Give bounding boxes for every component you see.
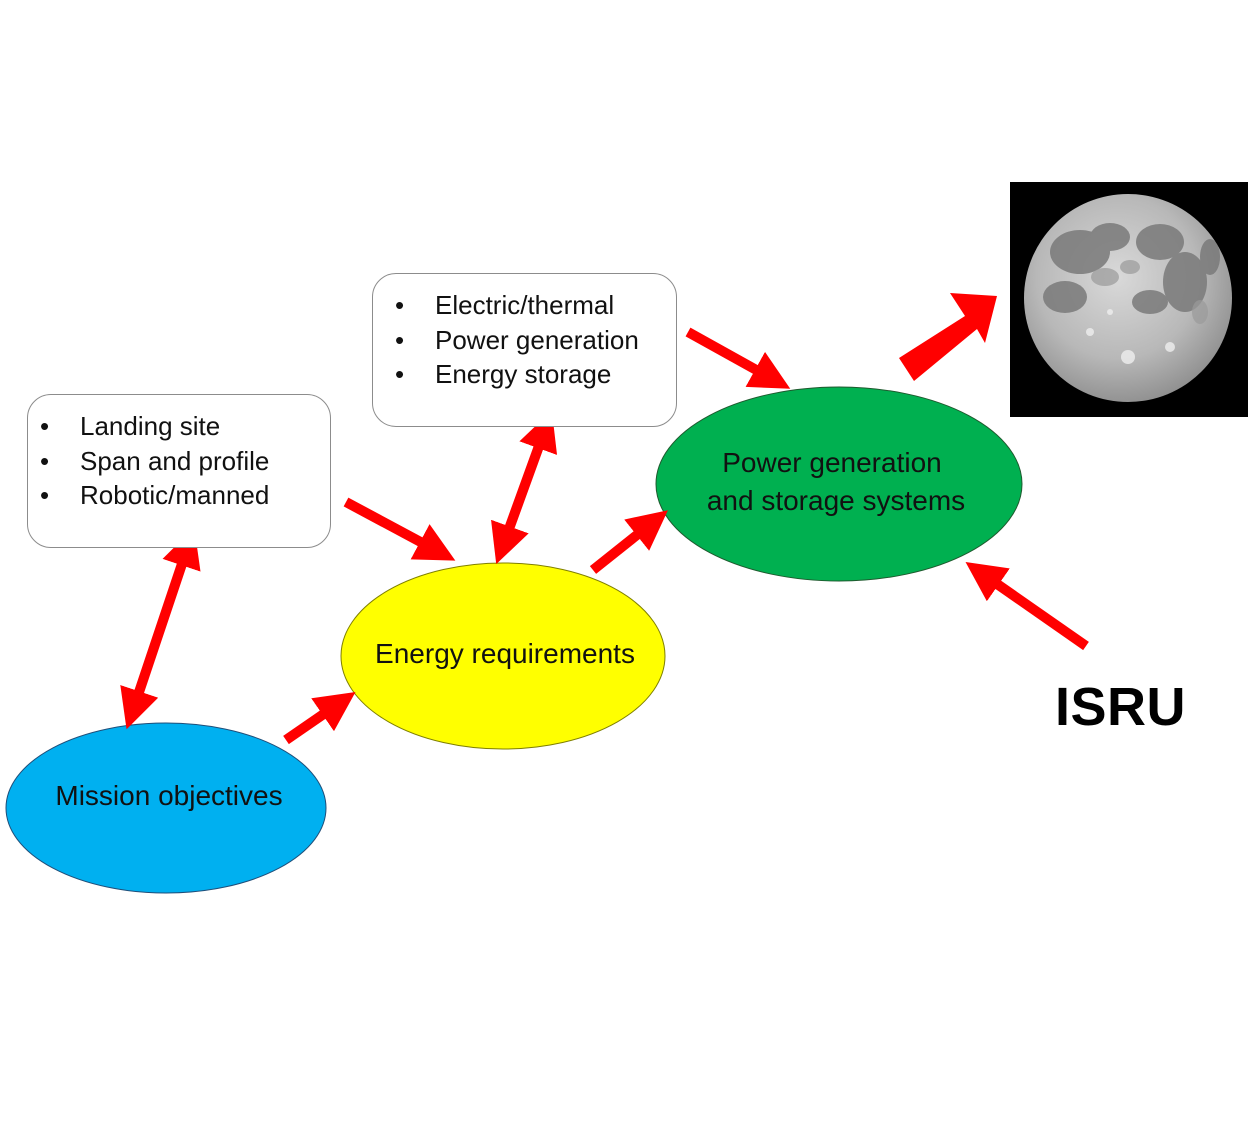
- bullet: •: [395, 290, 405, 320]
- arrow-mission-box-to-mission-node: [120, 527, 201, 730]
- list-item: •Power generation: [395, 323, 664, 358]
- list-item: •Energy storage: [395, 357, 664, 392]
- moon-image: [1010, 182, 1248, 417]
- power-systems-label-line1: Power generation: [722, 447, 941, 478]
- isru-label: ISRU: [1055, 677, 1187, 737]
- list-item: •Span and profile: [40, 444, 318, 479]
- energy-requirements-label: Energy requirements: [375, 638, 635, 669]
- bullet: •: [395, 324, 405, 355]
- power-details-box: •Electric/thermal •Power generation •Ene…: [372, 273, 677, 427]
- list-item: •Robotic/manned: [40, 478, 318, 513]
- arrow-mission-node-to-energy-node: [283, 692, 356, 745]
- arrow-energy-node-to-power-node: [589, 510, 668, 574]
- arrow-mission-box-to-energy-node: [343, 497, 456, 561]
- bullet: •: [395, 359, 405, 389]
- mission-objectives-label: Mission objectives: [55, 780, 282, 811]
- power-details-list: •Electric/thermal •Power generation •Ene…: [395, 288, 664, 392]
- arrow-isru-to-power-node: [965, 561, 1089, 651]
- big-arrow-to-moon: [899, 293, 997, 381]
- mission-details-box: •Landing site •Span and profile •Robotic…: [27, 394, 331, 548]
- list-item: •Electric/thermal: [395, 288, 664, 323]
- arrow-power-box-to-power-node: [685, 327, 791, 389]
- moon-icon: [1024, 194, 1232, 402]
- power-systems-node: [655, 386, 1023, 582]
- power-systems-label-line2: and storage systems: [707, 485, 965, 516]
- bullet: •: [40, 445, 50, 476]
- arrow-power-box-to-energy-node: [491, 410, 558, 565]
- list-item: •Landing site: [40, 409, 318, 444]
- bullet: •: [40, 480, 50, 510]
- mission-details-list: •Landing site •Span and profile •Robotic…: [40, 409, 318, 513]
- bullet: •: [40, 411, 50, 441]
